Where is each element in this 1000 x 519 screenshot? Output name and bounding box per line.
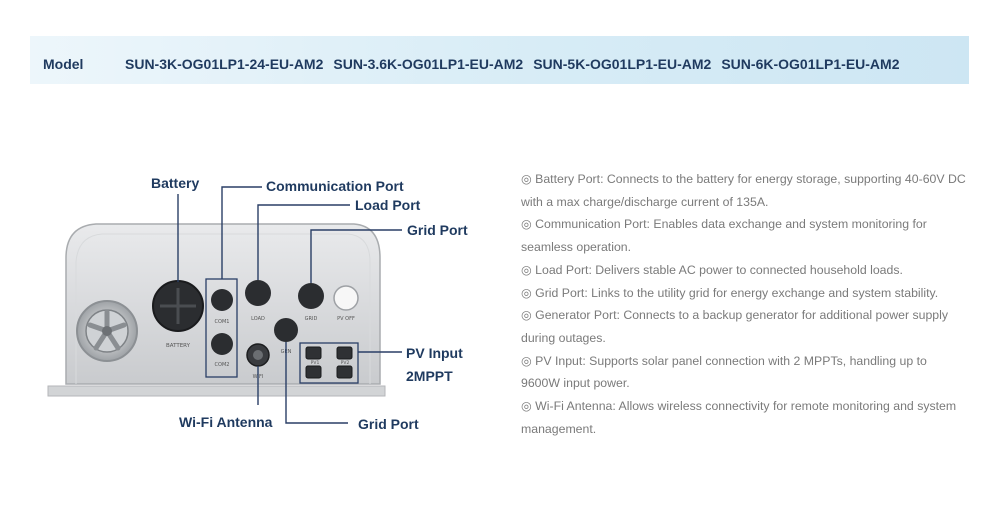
com1-port-icon — [211, 289, 233, 311]
wifi-antenna-description: ◎ Wi-Fi Antenna: Allows wireless connect… — [521, 399, 957, 436]
fan-icon — [76, 300, 138, 362]
model-bar: Model SUN-3K-OG01LP1-24-EU-AM2 SUN-3.6K-… — [30, 36, 969, 84]
model-item: SUN-6K-OG01LP1-EU-AM2 — [721, 56, 900, 72]
pv-off-device-label: PV OFF — [337, 316, 355, 322]
inverter-diagram: BATTERY COM1 COM2 LOAD GRID PV OFF GEN W… — [47, 175, 468, 432]
battery-port-description: ◎ Battery Port: Connects to the battery … — [521, 172, 966, 209]
load-port-icon — [245, 280, 271, 306]
port-descriptions: ◎ Battery Port: Connects to the battery … — [521, 168, 966, 440]
model-item: SUN-3K-OG01LP1-24-EU-AM2 — [125, 56, 324, 72]
pv-input-box — [299, 342, 359, 384]
communication-port-description: ◎ Communication Port: Enables data excha… — [521, 217, 927, 255]
battery-device-label: BATTERY — [166, 343, 191, 349]
com2-port-icon — [211, 333, 233, 355]
grid-bottom-callout-line — [285, 342, 348, 424]
callout-lines — [177, 186, 402, 424]
pv-input-callout: PV Input — [406, 345, 463, 361]
pv-off-switch-icon — [333, 285, 359, 311]
com2-device-label: COM2 — [215, 362, 230, 368]
pv1-device-label: PV1 — [311, 360, 320, 366]
model-item: SUN-3.6K-OG01LP1-EU-AM2 — [333, 56, 524, 72]
grid-port-description: ◎ Grid Port: Links to the utility grid f… — [521, 285, 939, 300]
model-label: Model — [43, 56, 84, 72]
grid-device-label: GRID — [305, 316, 318, 322]
inverter-body-inner — [75, 233, 371, 384]
generator-port-description: ◎ Generator Port: Connects to a backup g… — [521, 308, 949, 345]
pv-input-description: ◎ PV Input: Supports solar panel connect… — [521, 353, 927, 391]
model-list: SUN-3K-OG01LP1-24-EU-AM2 SUN-3.6K-OG01LP… — [125, 56, 899, 72]
load-callout-line — [257, 204, 350, 280]
load-port-description: ◎ Load Port: Delivers stable AC power to… — [521, 262, 903, 277]
communication-port-callout: Communication Port — [266, 178, 404, 194]
grid-top-callout-line — [310, 229, 402, 283]
grid-port-icon — [298, 283, 324, 309]
wifi-antenna-callout: Wi-Fi Antenna — [179, 414, 273, 430]
gen-port-icon — [274, 318, 298, 342]
grid-port-top-callout: Grid Port — [407, 222, 468, 238]
battery-callout: Battery — [151, 175, 200, 191]
inverter-illustration: BATTERY COM1 COM2 LOAD GRID PV OFF GEN W… — [47, 186, 402, 424]
com1-device-label: COM1 — [215, 319, 230, 325]
model-item: SUN-5K-OG01LP1-EU-AM2 — [533, 56, 712, 72]
pv-connectors-icon — [305, 346, 353, 379]
grid-port-bottom-callout: Grid Port — [358, 416, 419, 432]
wifi-antenna-connector-icon — [246, 343, 270, 367]
pv-input-mppt-callout: 2MPPT — [406, 368, 453, 384]
communication-callout-line — [221, 186, 262, 279]
load-port-callout: Load Port — [355, 197, 421, 213]
battery-port-icon — [152, 280, 204, 332]
base-plate — [47, 385, 386, 397]
load-device-label: LOAD — [251, 316, 265, 322]
pv2-device-label: PV2 — [341, 360, 350, 366]
